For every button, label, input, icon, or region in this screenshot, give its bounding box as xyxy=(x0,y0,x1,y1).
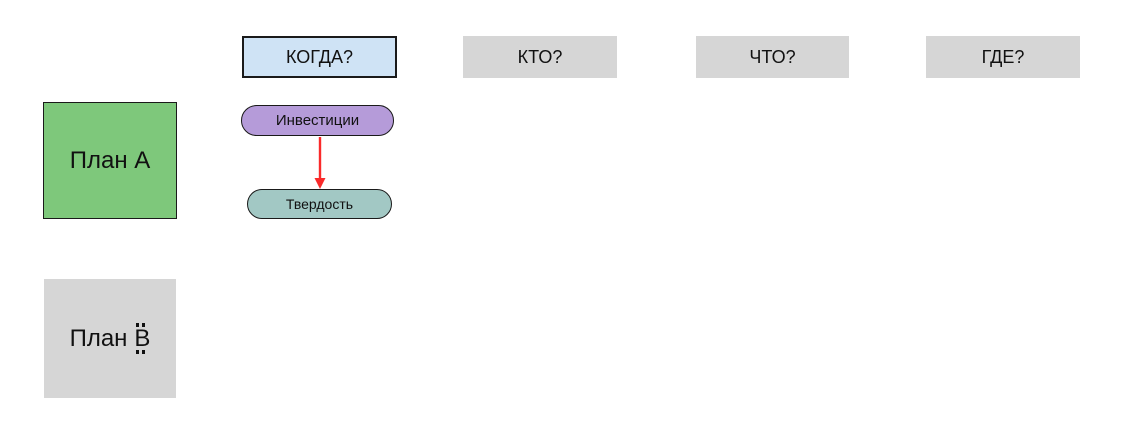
bitcoin-symbol-icon: B xyxy=(134,322,151,354)
plan-a-label: План А xyxy=(69,146,151,174)
header-kto-label: КТО? xyxy=(517,46,563,67)
arrow-down-icon[interactable] xyxy=(312,137,328,189)
node-investitsii-label: Инвестиции xyxy=(275,112,360,129)
header-chto[interactable]: ЧТО? xyxy=(696,36,849,78)
header-chto-label: ЧТО? xyxy=(749,46,796,67)
node-tverdost-label: Твердость xyxy=(285,196,354,212)
header-kogda-label: КОГДА? xyxy=(285,46,354,67)
header-kto[interactable]: КТО? xyxy=(463,36,617,78)
node-investitsii[interactable]: Инвестиции xyxy=(241,105,394,136)
header-gde[interactable]: ГДЕ? xyxy=(926,36,1080,78)
node-tverdost[interactable]: Твердость xyxy=(247,189,392,219)
header-kogda[interactable]: КОГДА? xyxy=(242,36,397,78)
shape-plan-a[interactable]: План А xyxy=(43,102,177,219)
header-gde-label: ГДЕ? xyxy=(981,46,1025,67)
